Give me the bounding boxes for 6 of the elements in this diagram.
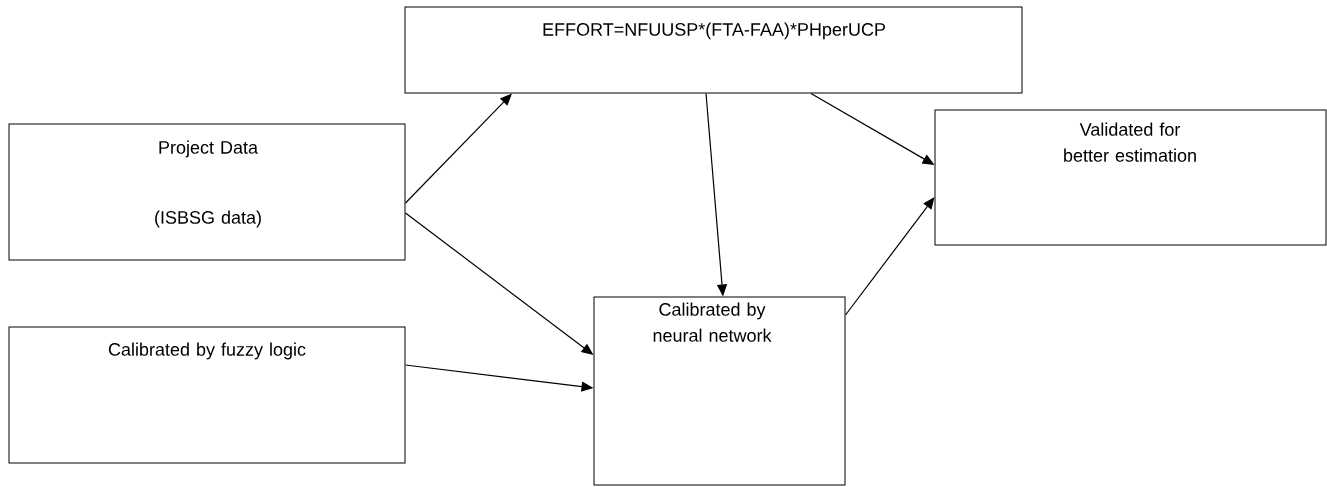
process-box: Calibrated by fuzzy logic [8,326,406,464]
process-box: Validated for better estimation [934,109,1327,246]
process-box: Calibrated by neural network [593,296,846,486]
process-box: Project Data (ISBSG data) [8,123,406,261]
arrow [844,197,935,316]
process-box: EFFORT=NFUUSP*(FTA-FAA)*PHperUCP [404,6,1023,94]
